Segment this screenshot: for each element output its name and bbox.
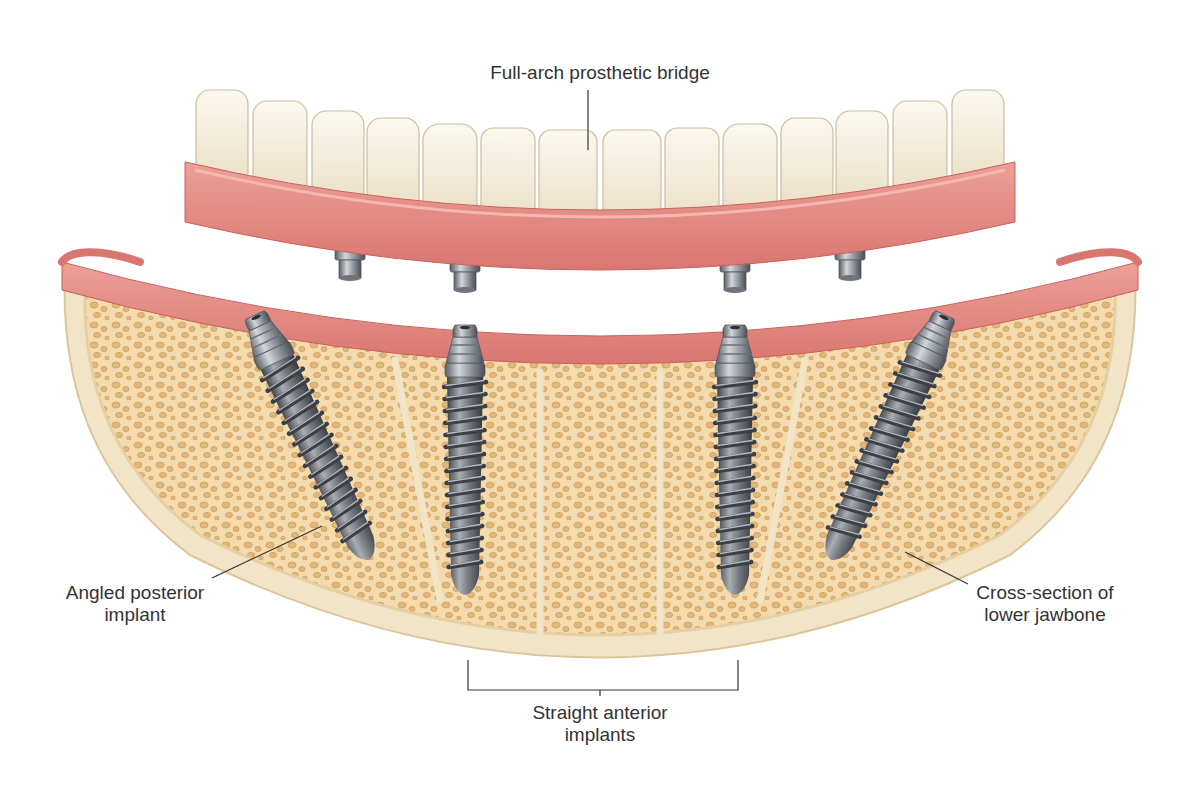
label-box: Full-arch prosthetic bridge xyxy=(400,62,800,84)
label-box: Angled posterior implant xyxy=(55,582,215,626)
bridge-gum-highlight xyxy=(195,170,1005,217)
jaw-gum xyxy=(62,262,1138,364)
callout-label: Straight anterior implants xyxy=(500,702,700,746)
leader-lines xyxy=(212,90,968,696)
angled-implant xyxy=(812,306,964,568)
bridge-gum xyxy=(185,162,1015,270)
angled-implant xyxy=(236,306,388,568)
straight-implant xyxy=(714,325,756,595)
straight-implant xyxy=(444,325,486,595)
label-box: Cross-section of lower jawbone xyxy=(955,582,1135,626)
callout-label: Full-arch prosthetic bridge xyxy=(400,62,800,84)
label-box: Straight anterior implants xyxy=(500,702,700,746)
callout-label: Cross-section of lower jawbone xyxy=(955,582,1135,626)
callout-label: Angled posterior implant xyxy=(55,582,215,626)
